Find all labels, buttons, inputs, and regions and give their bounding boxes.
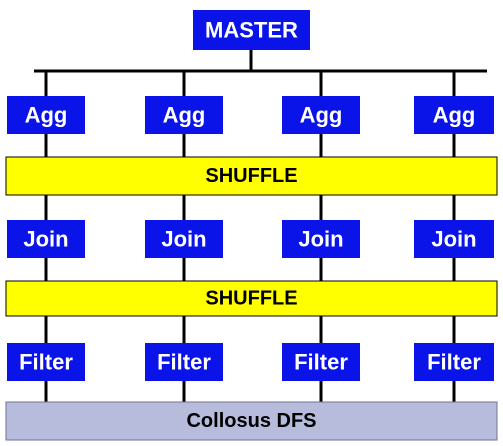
join-node-label: Join	[298, 227, 343, 252]
shuffle-band-top-box	[5, 156, 498, 196]
join-node-box	[414, 220, 494, 258]
join-row: Join Join Join Join	[7, 220, 494, 258]
filter-node: Filter	[145, 343, 223, 381]
join-node: Join	[145, 220, 223, 258]
dfs-storage-label: Collosus DFS	[186, 410, 316, 432]
join-node-label: Join	[23, 227, 68, 252]
join-node-label: Join	[161, 227, 206, 252]
master-node-label: MASTER	[205, 18, 298, 43]
join-node-label: Join	[431, 227, 476, 252]
agg-node-label: Agg	[163, 103, 206, 128]
filter-node-box	[414, 343, 494, 381]
filter-node-box	[7, 343, 85, 381]
agg-node-label: Agg	[25, 103, 68, 128]
agg-node-box	[7, 96, 85, 134]
filter-node-label: Filter	[157, 350, 211, 375]
agg-node: Agg	[145, 96, 223, 134]
agg-node: Agg	[414, 96, 494, 134]
agg-node-label: Agg	[300, 103, 343, 128]
join-node: Join	[7, 220, 85, 258]
agg-node: Agg	[7, 96, 85, 134]
master-node: MASTER	[193, 10, 310, 50]
filter-node-label: Filter	[427, 350, 481, 375]
shuffle-band-bottom: SHUFFLE	[5, 280, 498, 317]
shuffle-band-bottom-label: SHUFFLE	[205, 288, 297, 310]
filter-node-label: Filter	[19, 350, 73, 375]
join-node-box	[7, 220, 85, 258]
shuffle-band-top: SHUFFLE	[5, 156, 498, 196]
filter-node: Filter	[414, 343, 494, 381]
agg-node-box	[282, 96, 360, 134]
filter-node: Filter	[282, 343, 360, 381]
filter-node-label: Filter	[294, 350, 348, 375]
dfs-storage-box	[5, 401, 498, 441]
join-node-box	[145, 220, 223, 258]
join-node-box	[282, 220, 360, 258]
master-node-box	[193, 10, 310, 50]
shuffle-band-top-label: SHUFFLE	[205, 165, 297, 187]
agg-node-box	[145, 96, 223, 134]
agg-node-label: Agg	[433, 103, 476, 128]
filter-node-box	[282, 343, 360, 381]
connectors	[34, 50, 487, 402]
filter-node-box	[145, 343, 223, 381]
filter-row: Filter Filter Filter Filter	[7, 343, 494, 381]
shuffle-band-bottom-box	[5, 280, 498, 317]
dfs-storage-band: Collosus DFS	[5, 401, 498, 441]
agg-node: Agg	[282, 96, 360, 134]
agg-node-box	[414, 96, 494, 134]
join-node: Join	[414, 220, 494, 258]
filter-node: Filter	[7, 343, 85, 381]
agg-row: Agg Agg Agg Agg	[7, 96, 494, 134]
join-node: Join	[282, 220, 360, 258]
